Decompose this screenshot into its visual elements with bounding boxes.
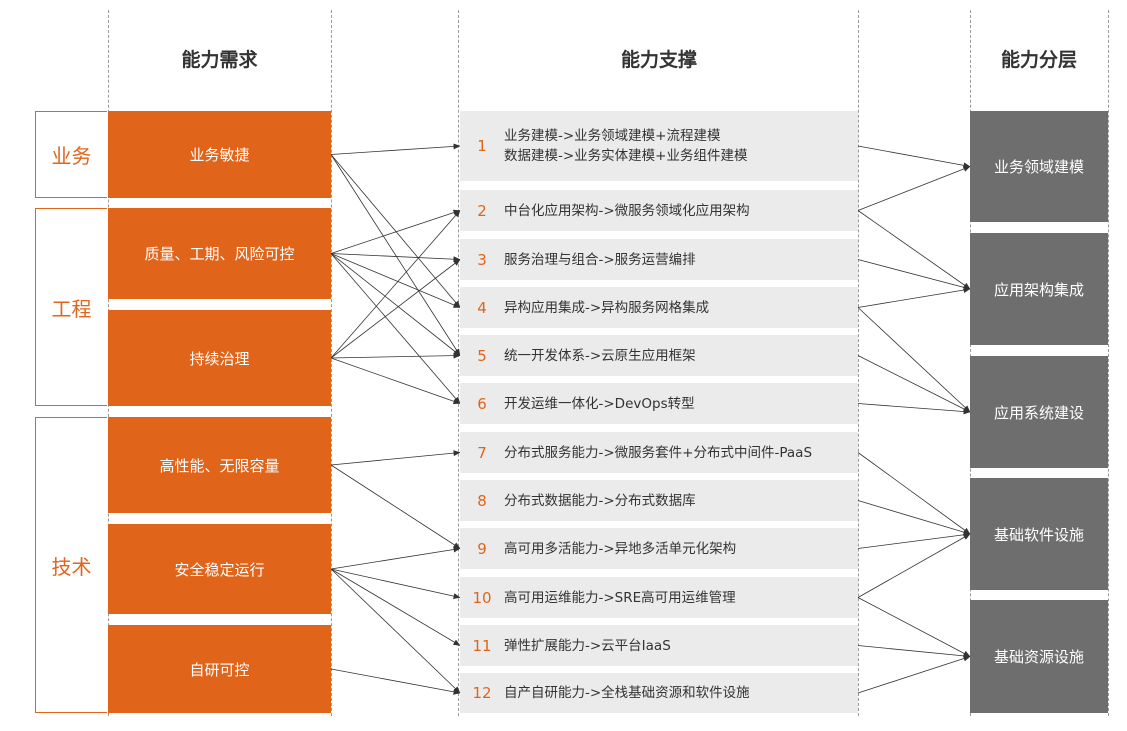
dashed-divider-3 [458, 10, 459, 716]
support-item-6: 6 开发运维一体化->DevOps转型 [460, 383, 858, 424]
support-number: 3 [477, 250, 487, 269]
layers-header: 能力分层 [1000, 49, 1077, 71]
layer-app-system-construction: 应用系统建设 [970, 356, 1108, 468]
support-to-layer-link [857, 145, 971, 169]
need-to-support-link [330, 357, 461, 405]
support-item-5: 5 统一开发体系->云原生应用框架 [460, 335, 858, 376]
support-text-line: 业务建模->业务领域建模+流程建模 [504, 128, 721, 144]
need-to-support-link [330, 154, 461, 308]
need-to-support-link [330, 568, 461, 646]
support-to-layer-link [857, 210, 971, 290]
need-to-support-link [330, 154, 461, 356]
need-to-support-link [330, 546, 461, 570]
need-high-performance: 高性能、无限容量 [108, 417, 331, 513]
support-header: 能力支撑 [620, 49, 697, 71]
support-number: 7 [477, 443, 487, 462]
layer-business-domain-modeling: 业务领域建模 [970, 111, 1108, 222]
need-to-support-link [330, 568, 461, 694]
support-text: 统一开发体系->云原生应用框架 [504, 347, 696, 364]
support-text: 中台化应用架构->微服务领域化应用架构 [504, 202, 750, 219]
support-to-layer-link [857, 531, 971, 549]
support-to-layer-link [857, 287, 971, 308]
support-to-layer-link [857, 533, 971, 598]
need-to-support-link [330, 668, 461, 695]
need-to-support-link [330, 253, 461, 356]
support-to-layer-link [857, 500, 971, 536]
support-text: 异构应用集成->异构服务网格集成 [504, 299, 710, 316]
need-continuous-governance: 持续治理 [108, 310, 331, 406]
support-item-3: 3 服务治理与组合->服务运营编排 [460, 239, 858, 280]
need-to-support-link [330, 253, 461, 404]
category-technology: 技术 [35, 417, 107, 713]
support-text: 高可用运维能力->SRE高可用运维管理 [504, 589, 736, 606]
category-business: 业务 [35, 111, 107, 198]
support-item-7: 7 分布式服务能力->微服务套件+分布式中间件-PaaS [460, 432, 858, 473]
support-item-10: 10 高可用运维能力->SRE高可用运维管理 [460, 577, 858, 618]
support-text: 自产自研能力->全栈基础资源和软件设施 [504, 685, 750, 701]
needs-header: 能力需求 [181, 49, 258, 71]
support-text: 服务治理与组合->服务运营编排 [504, 251, 696, 268]
support-item-1: 1 业务建模->业务领域建模+流程建模 数据建模->业务实体建模+业务组件建模 [460, 111, 858, 181]
layer-base-software-facilities: 基础软件设施 [970, 478, 1108, 590]
support-number: 2 [477, 201, 487, 220]
dashed-divider-4 [858, 10, 859, 716]
support-text: 弹性扩展能力->云平台IaaS [504, 637, 671, 654]
support-item-11: 11 弹性扩展能力->云平台IaaS [460, 625, 858, 666]
support-number: 1 [477, 137, 487, 155]
dashed-divider-6 [1108, 10, 1109, 716]
support-number: 4 [477, 298, 487, 317]
category-engineering: 工程 [35, 208, 107, 406]
support-number: 5 [477, 346, 487, 365]
support-item-4: 4 异构应用集成->异构服务网格集成 [460, 287, 858, 328]
support-to-layer-link [857, 259, 971, 291]
support-to-layer-link [857, 166, 971, 211]
support-item-2: 2 中台化应用架构->微服务领域化应用架构 [460, 190, 858, 231]
need-to-support-link [330, 464, 461, 549]
support-number: 6 [477, 394, 487, 413]
support-text: 开发运维一体化->DevOps转型 [504, 395, 695, 412]
support-number: 12 [472, 684, 492, 702]
support-item-12: 12 自产自研能力->全栈基础资源和软件设施 [460, 673, 858, 713]
need-self-controlled: 自研可控 [108, 625, 331, 713]
dashed-divider-2 [331, 10, 332, 716]
layer-app-architecture-integration: 应用架构集成 [970, 233, 1108, 345]
need-to-support-link [330, 259, 461, 359]
support-number: 8 [477, 491, 487, 510]
support-number: 11 [472, 636, 492, 655]
need-quality-control: 质量、工期、风险可控 [108, 208, 331, 299]
need-stable-operation: 安全稳定运行 [108, 524, 331, 614]
support-number: 10 [472, 588, 492, 607]
layer-base-resource-facilities: 基础资源设施 [970, 600, 1108, 713]
need-to-support-link [330, 210, 461, 359]
support-item-8: 8 分布式数据能力->分布式数据库 [460, 480, 858, 521]
need-to-support-link [330, 450, 461, 466]
need-to-support-link [330, 209, 461, 254]
need-to-support-link [330, 143, 461, 155]
need-to-support-link [330, 568, 461, 600]
need-to-support-link [330, 253, 461, 263]
support-to-layer-link [857, 355, 971, 413]
support-to-layer-link [857, 597, 971, 657]
support-text: 分布式数据能力->分布式数据库 [504, 492, 696, 509]
support-text-line: 数据建模->业务实体建模+业务组件建模 [504, 148, 748, 164]
support-text: 分布式服务能力->微服务套件+分布式中间件-PaaS [504, 444, 813, 461]
need-business-agility: 业务敏捷 [108, 111, 331, 198]
need-to-support-link [330, 253, 461, 308]
support-to-layer-link [857, 403, 971, 415]
support-to-layer-link [857, 452, 971, 535]
support-text: 业务建模->业务领域建模+流程建模 数据建模->业务实体建模+业务组件建模 [504, 126, 748, 166]
support-to-layer-link [857, 645, 971, 659]
support-number: 9 [477, 539, 487, 558]
support-item-9: 9 高可用多活能力->异地多活单元化架构 [460, 528, 858, 569]
support-text: 高可用多活能力->异地多活单元化架构 [504, 540, 737, 557]
support-to-layer-link [857, 307, 971, 413]
need-to-support-link [330, 352, 461, 359]
support-to-layer-link [857, 655, 971, 694]
